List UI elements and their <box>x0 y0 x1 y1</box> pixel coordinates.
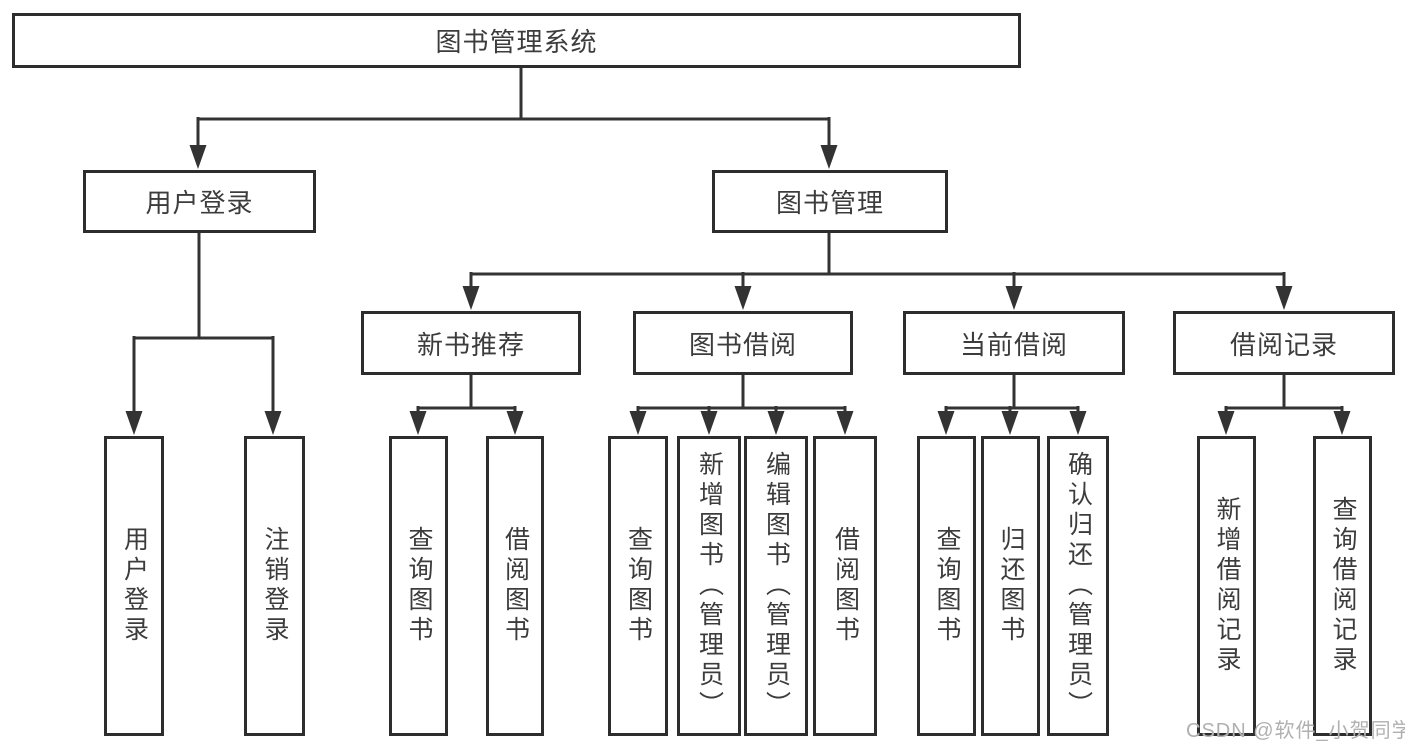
leaf-borrow-books: 借阅图书 <box>813 436 877 736</box>
leaf-query-books-borrow-label: 查询图书 <box>624 526 653 646</box>
leaf-add-books-admin-label: 新增图书（管理员） <box>695 451 724 721</box>
node-new-book-recommendation-label: 新书推荐 <box>416 329 525 360</box>
watermark: CSDN @软件_小贺同学 <box>1186 720 1405 742</box>
node-current-borrowing: 当前借阅 <box>903 311 1125 375</box>
leaf-query-books-current-label: 查询图书 <box>933 526 961 646</box>
leaf-confirm-return-admin: 确认归还（管理员） <box>1047 436 1109 736</box>
node-user-login-label: 用户登录 <box>145 188 254 218</box>
node-book-borrowing-label: 图书借阅 <box>688 329 797 360</box>
leaf-query-borrow-record: 查询借阅记录 <box>1313 436 1372 736</box>
node-current-borrowing-label: 当前借阅 <box>959 329 1068 360</box>
leaf-query-books-current: 查询图书 <box>917 436 976 736</box>
node-book-borrowing: 图书借阅 <box>633 311 853 375</box>
leaf-logout-label: 注销登录 <box>261 526 289 646</box>
node-root-label: 图书管理系统 <box>435 27 598 57</box>
leaf-return-books: 归还图书 <box>981 436 1040 736</box>
leaf-borrow-books-label: 借阅图书 <box>831 526 860 646</box>
leaf-borrow-books-recommend: 借阅图书 <box>486 436 544 736</box>
node-user-login: 用户登录 <box>83 170 316 233</box>
leaf-query-books-recommend-label: 查询图书 <box>405 526 433 646</box>
leaf-borrow-books-recommend-label: 借阅图书 <box>501 526 530 646</box>
node-book-management: 图书管理 <box>712 170 948 233</box>
leaf-logout: 注销登录 <box>244 436 305 736</box>
node-book-management-label: 图书管理 <box>775 188 884 218</box>
leaf-add-borrow-record: 新增借阅记录 <box>1197 436 1256 736</box>
leaf-edit-books-admin-label: 编辑图书（管理员） <box>762 451 791 721</box>
leaf-confirm-return-admin-label: 确认归还（管理员） <box>1064 451 1093 721</box>
node-new-book-recommendation: 新书推荐 <box>361 311 581 375</box>
leaf-user-login: 用户登录 <box>104 436 164 736</box>
leaf-edit-books-admin: 编辑图书（管理员） <box>744 436 808 736</box>
node-borrowing-records: 借阅记录 <box>1173 311 1395 375</box>
leaf-query-books-recommend: 查询图书 <box>389 436 448 736</box>
leaf-query-books-borrow: 查询图书 <box>608 436 668 736</box>
node-borrowing-records-label: 借阅记录 <box>1229 329 1338 360</box>
leaf-query-borrow-record-label: 查询借阅记录 <box>1329 496 1357 676</box>
node-root-system: 图书管理系统 <box>12 13 1021 68</box>
leaf-add-borrow-record-label: 新增借阅记录 <box>1213 496 1241 676</box>
leaf-return-books-label: 归还图书 <box>997 526 1025 646</box>
leaf-user-login-label: 用户登录 <box>120 526 149 646</box>
leaf-add-books-admin: 新增图书（管理员） <box>677 436 741 736</box>
